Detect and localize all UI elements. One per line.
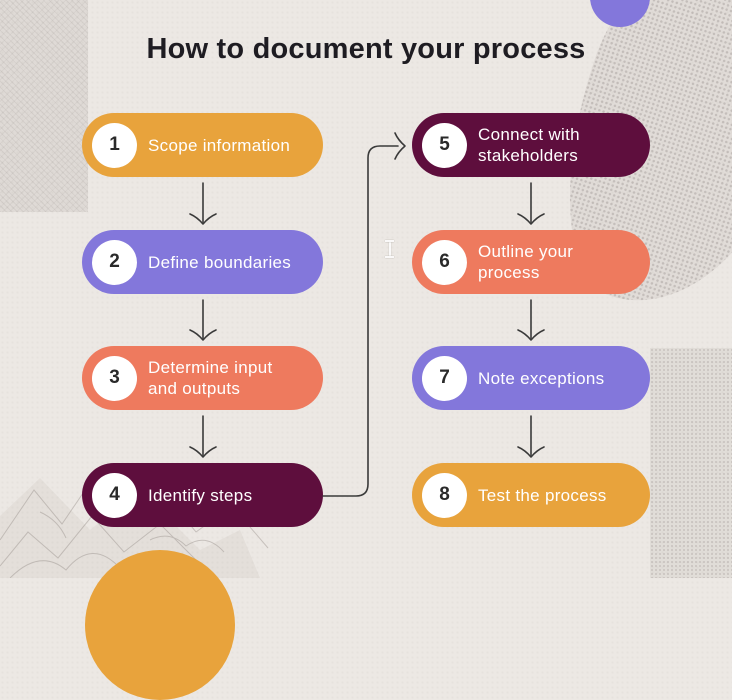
step-number-badge: 8 [422, 472, 467, 518]
arrow-step3-to-step4 [189, 415, 217, 458]
step-number: 7 [439, 367, 450, 388]
arrow-step6-to-step7 [517, 299, 545, 341]
step-number: 4 [109, 484, 120, 505]
arrow-step4-to-step5 [322, 132, 406, 497]
arrow-step1-to-step2 [189, 182, 217, 225]
step-number-badge: 2 [92, 239, 137, 285]
step-number-badge: 1 [92, 122, 137, 168]
step-pill-1: 1 Scope information [82, 113, 323, 177]
step-number: 8 [439, 484, 450, 505]
orange-decorative-circle [85, 550, 235, 700]
step-number-badge: 6 [422, 239, 467, 285]
step-number-badge: 4 [92, 472, 137, 518]
arrow-step2-to-step3 [189, 299, 217, 341]
step-label: Test the process [478, 485, 607, 505]
step-number: 5 [439, 134, 450, 155]
step-pill-8: 8 Test the process [412, 463, 650, 527]
step-number-badge: 7 [422, 355, 467, 401]
step-number: 3 [109, 367, 120, 388]
step-pill-2: 2 Define boundaries [82, 230, 323, 294]
arrow-step5-to-step6 [517, 182, 545, 225]
step-label: Define boundaries [148, 252, 292, 272]
step-pill-7: 7 Note exceptions [412, 346, 650, 410]
step-number: 1 [109, 134, 120, 155]
step-label: Note exceptions [478, 368, 605, 388]
step-number-badge: 5 [422, 122, 467, 168]
step-number: 6 [439, 251, 450, 272]
step-number: 2 [109, 251, 120, 272]
grainy-texture-top-left [0, 0, 88, 212]
arrow-step7-to-step8 [517, 415, 545, 458]
step-label: Identify steps [148, 485, 253, 505]
step-label: Scope information [148, 135, 291, 155]
step-pill-4: 4 Identify steps [82, 463, 323, 527]
page-title: How to document your process [146, 33, 586, 65]
step-number-badge: 3 [92, 355, 137, 401]
halftone-band-bottom-right [650, 348, 732, 578]
text-ibeam-cursor [385, 240, 394, 258]
